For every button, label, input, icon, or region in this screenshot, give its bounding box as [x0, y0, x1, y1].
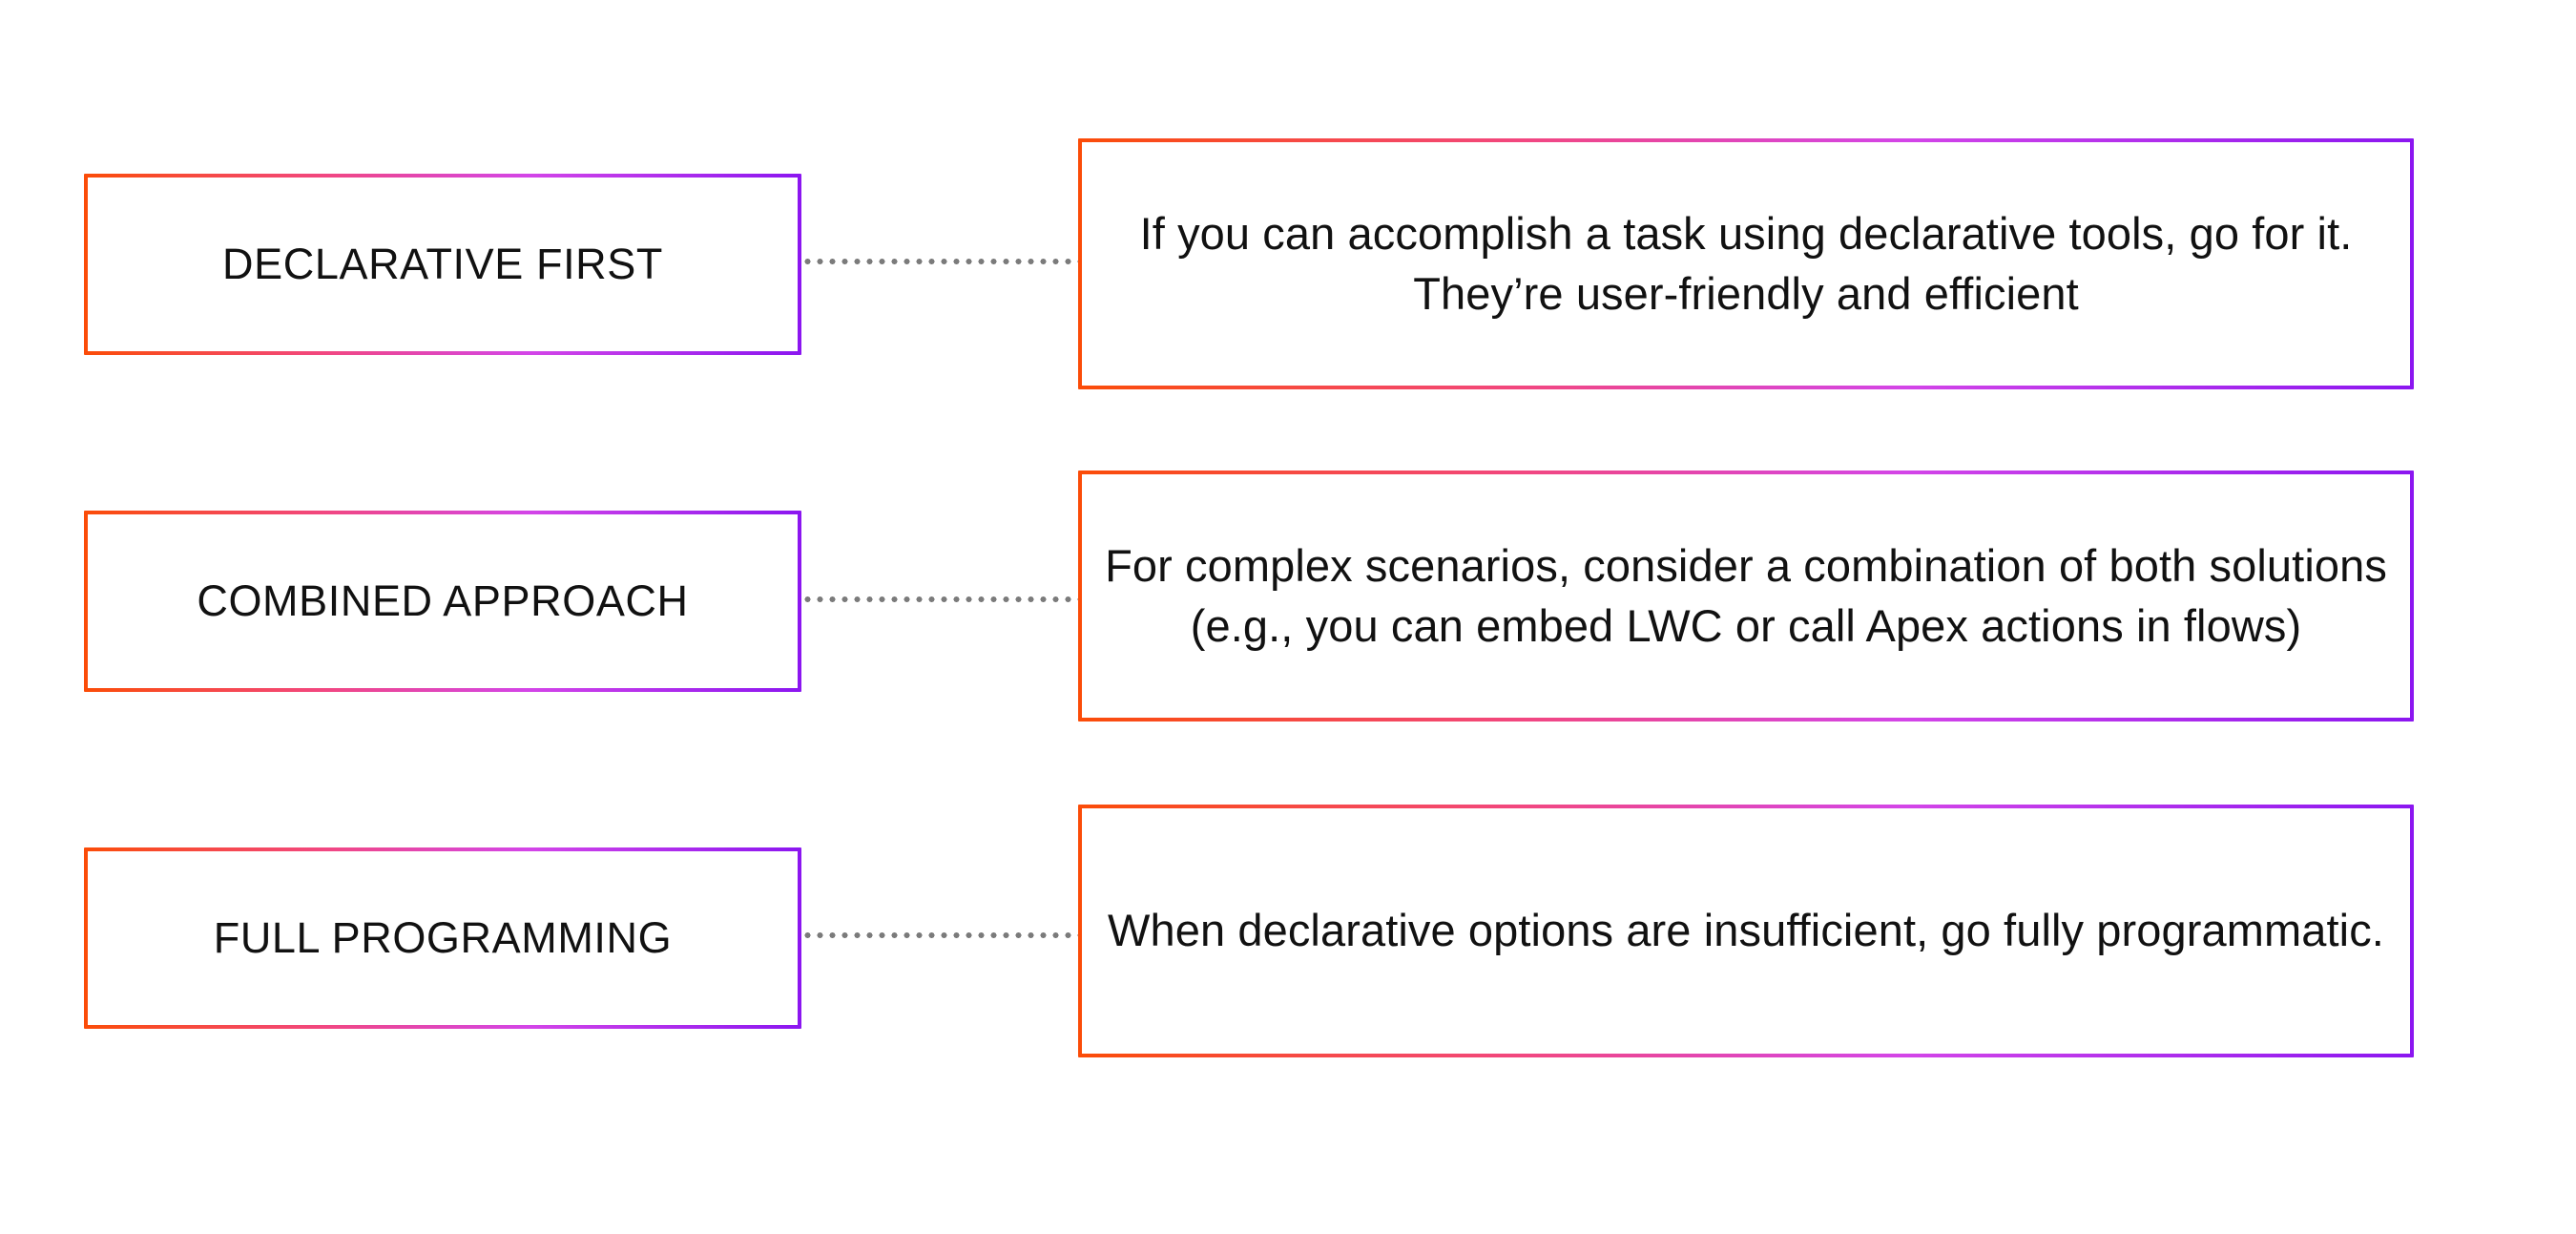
label-box-combined-approach: COMBINED APPROACH [84, 511, 801, 692]
description-text: If you can accomplish a task using decla… [1139, 208, 2353, 319]
dotted-connector-row-1 [801, 596, 1080, 602]
dotted-connector-row-0 [801, 259, 1080, 264]
description-text: When declarative options are insufficien… [1108, 905, 2384, 956]
label-text: DECLARATIVE FIRST [222, 240, 663, 289]
description-box-full-programming: When declarative options are insufficien… [1078, 805, 2414, 1057]
label-text: FULL PROGRAMMING [213, 913, 673, 963]
label-box-full-programming: FULL PROGRAMMING [84, 847, 801, 1029]
description-box-combined-approach: For complex scenarios, consider a combin… [1078, 471, 2414, 722]
label-text: COMBINED APPROACH [197, 576, 689, 626]
description-text: For complex scenarios, consider a combin… [1105, 540, 2387, 651]
label-box-declarative-first: DECLARATIVE FIRST [84, 174, 801, 355]
dotted-connector-row-2 [801, 932, 1080, 938]
description-box-declarative-first: If you can accomplish a task using decla… [1078, 138, 2414, 389]
